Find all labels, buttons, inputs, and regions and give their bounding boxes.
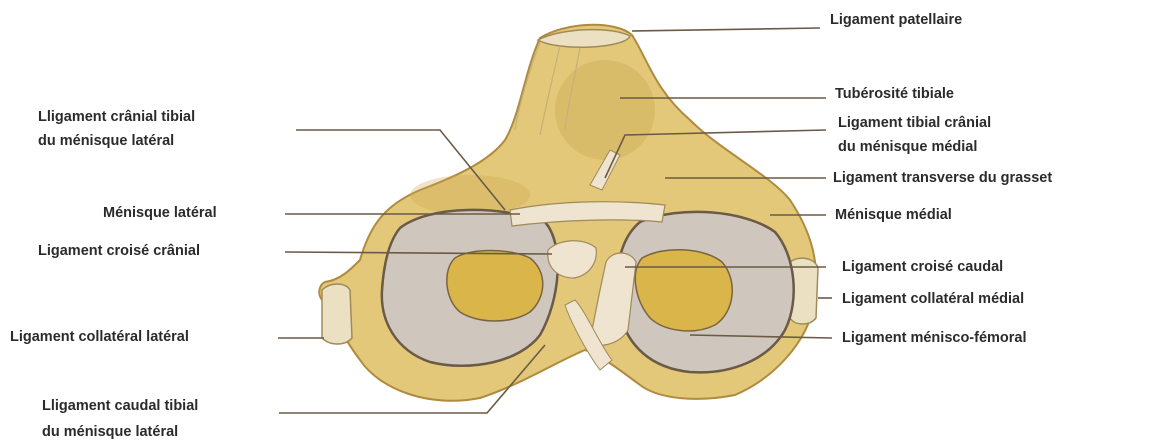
label-ligament-croise-cranial: Ligament croisé crânial [38, 243, 200, 260]
label-menisque-lateral: Ménisque latéral [103, 205, 217, 222]
label-tuberosite-tibiale: Tubérosité tibiale [835, 86, 954, 103]
label-ligament-transverse: Ligament transverse du grasset [833, 170, 1052, 187]
lateral-collateral-stump [322, 284, 352, 344]
label-ligament-tibial-cranial-medial: Ligament tibial crânial du ménisque médi… [838, 111, 991, 159]
label-ligament-collateral-medial: Ligament collatéral médial [842, 291, 1024, 308]
label-ligament-patellaire: Ligament patellaire [830, 12, 962, 29]
label-ligament-caudal-tibial-lateral: Lligament caudal tibial du ménisque laté… [42, 393, 198, 445]
medial-plateau [635, 250, 732, 331]
lateral-plateau [447, 251, 543, 322]
label-ligament-croise-caudal: Ligament croisé caudal [842, 259, 1003, 276]
label-ligament-collateral-lateral: Ligament collatéral latéral [10, 329, 189, 346]
label-menisque-medial: Ménisque médial [835, 207, 952, 224]
label-ligament-cranial-tibial-lateral: Lligament crânial tibial du ménisque lat… [38, 105, 195, 153]
label-ligament-menisco-femoral: Ligament ménisco-fémoral [842, 330, 1027, 347]
